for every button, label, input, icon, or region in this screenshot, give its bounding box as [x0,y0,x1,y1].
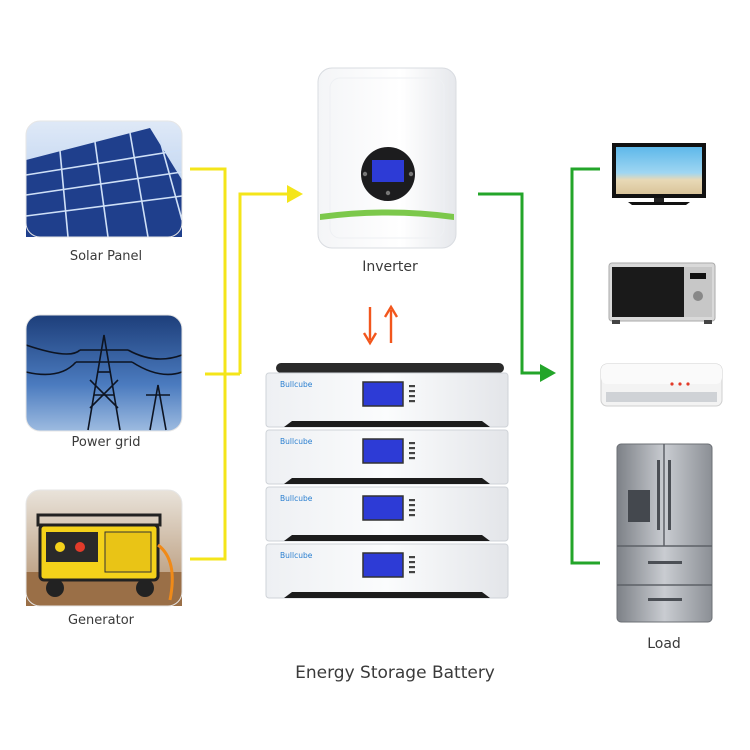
battery-indicator-light [409,390,415,393]
battery-brand-logo: Bullcube [280,551,313,560]
battery-module: Bullcube [265,372,509,428]
battery-indicator-light [409,385,415,388]
solar-panel-image [25,120,183,238]
battery-handle-slot [284,478,490,484]
battery-display-screen [362,495,404,521]
battery-display-screen [362,381,404,407]
solar-panel-label: Solar Panel [69,249,143,264]
inverter-label: Inverter [362,259,418,275]
battery-handle-slot [284,535,490,541]
power-grid-image [25,314,183,432]
battery-indicator-light [409,556,415,559]
generator-label: Generator [67,613,134,628]
battery-brand-logo: Bullcube [280,380,313,389]
battery-brand-logo: Bullcube [280,437,313,446]
battery-indicator-light [409,395,415,398]
battery-indicator-light [409,504,415,507]
power-grid-label: Power grid [71,435,141,450]
air-conditioner-image [600,363,723,407]
battery-indicator-light [409,457,415,460]
microwave-image [608,262,716,324]
arrow-up-head-icon [383,304,399,318]
battery-module: Bullcube [265,486,509,542]
arrow-down-head-icon [362,332,378,346]
battery-module: Bullcube [265,543,509,599]
battery-handle-slot [284,421,490,427]
output-connection-lines [478,167,600,565]
battery-indicator-light [409,509,415,512]
battery-indicator-light [409,566,415,569]
load-label: Load [647,636,681,652]
refrigerator-image [616,443,713,623]
battery-inverter-arrows [362,304,399,346]
arrow-to-load-icon [540,364,556,382]
arrow-to-inverter-icon [287,185,303,203]
battery-indicator-light [409,561,415,564]
tv-image [612,143,706,205]
battery-indicator-light [409,499,415,502]
battery-indicator-light [409,452,415,455]
battery-display-screen [362,438,404,464]
battery-indicator-light [409,400,415,403]
inverter-image [317,67,457,249]
battery-brand-logo: Bullcube [280,494,313,503]
generator-image [25,489,183,607]
battery-display-screen [362,552,404,578]
battery-indicator-light [409,442,415,445]
battery-handle-slot [284,592,490,598]
input-connection-lines [190,167,303,561]
battery-indicator-light [409,571,415,574]
energy-storage-battery-caption: Energy Storage Battery [295,663,495,683]
battery-indicator-light [409,514,415,517]
battery-indicator-light [409,447,415,450]
battery-module: Bullcube [265,429,509,485]
